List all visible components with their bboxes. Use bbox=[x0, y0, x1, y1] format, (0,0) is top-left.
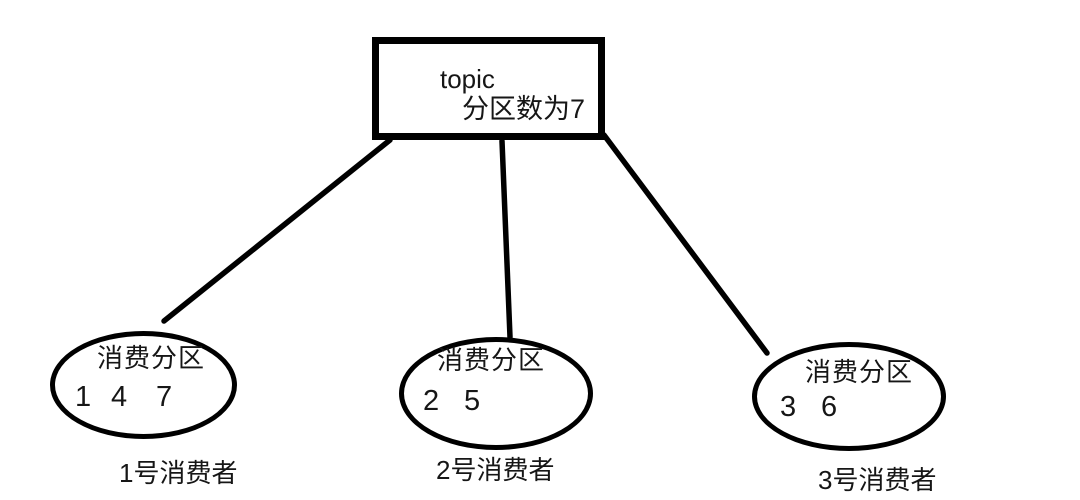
connector-topic-to-consumer2 bbox=[499, 138, 513, 340]
consumer3-partition-3: 3 bbox=[780, 391, 797, 423]
topic-box bbox=[372, 37, 605, 140]
connector-topic-to-consumer3 bbox=[601, 132, 770, 356]
topic-partition-count: 分区数为7 bbox=[462, 94, 586, 124]
topic-title: topic bbox=[440, 64, 495, 94]
consumer1-partition-7: 7 bbox=[156, 381, 173, 413]
consumer2-label: 2号消费者 bbox=[436, 455, 555, 485]
consumer3-ellipse bbox=[752, 342, 946, 451]
consumer3-group-label: 消费分区 bbox=[805, 357, 914, 387]
consumer1-label: 1号消费者 bbox=[119, 458, 238, 488]
consumer3-partition-6: 6 bbox=[821, 391, 838, 423]
consumer3-label: 3号消费者 bbox=[818, 465, 937, 495]
consumer2-ellipse bbox=[399, 337, 593, 450]
connector-topic-to-consumer1 bbox=[161, 137, 393, 324]
consumer1-ellipse bbox=[50, 331, 237, 439]
consumer2-group-label: 消费分区 bbox=[437, 345, 546, 375]
consumer1-partition-4: 4 bbox=[111, 381, 128, 413]
consumer1-partition-1: 1 bbox=[75, 381, 92, 413]
consumer2-partition-2: 2 bbox=[423, 385, 440, 417]
consumer1-group-label: 消费分区 bbox=[97, 343, 206, 373]
consumer2-partition-5: 5 bbox=[464, 385, 481, 417]
